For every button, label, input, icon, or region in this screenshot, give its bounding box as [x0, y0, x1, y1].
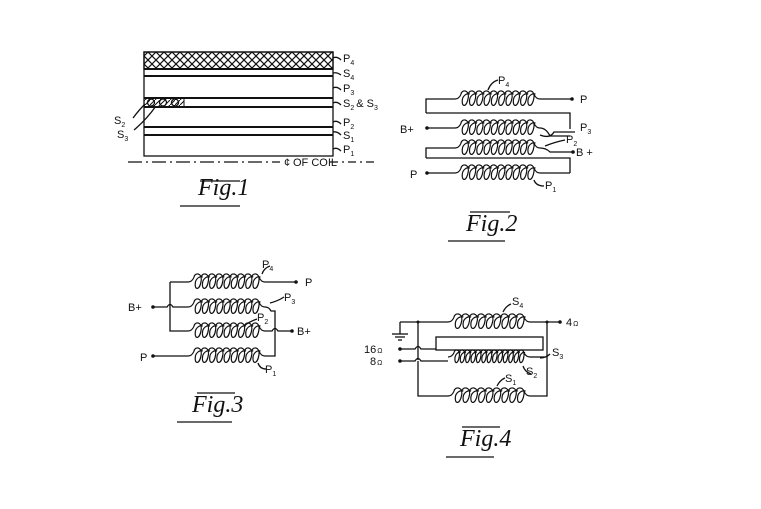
label-b-plus-right: B + [576, 147, 593, 159]
coil-p2 [454, 139, 541, 155]
leader-line [539, 131, 575, 138]
coil-p4 [187, 273, 266, 290]
coil-p4 [454, 90, 541, 106]
figure-2-caption: Fig.2 [465, 211, 517, 237]
leader-line [533, 179, 545, 187]
leader-line [496, 377, 506, 387]
leader-line [332, 120, 342, 125]
figure-1-caption: Fig.1 [197, 175, 249, 201]
label-b-plus-right: B+ [297, 326, 311, 338]
wire [400, 321, 419, 360]
leader-line [502, 303, 512, 313]
coil-p1 [454, 164, 541, 181]
label-s2: S2 [114, 115, 125, 129]
label-p3: P3 [580, 122, 591, 136]
figure-3-caption: Fig.3 [191, 392, 243, 418]
label-s4: S4 [343, 68, 354, 82]
layer-p4 [143, 51, 334, 70]
label-p4: P4 [262, 259, 273, 273]
wire [169, 282, 188, 332]
leader-line [269, 296, 285, 304]
leader-line-s2 [132, 103, 146, 119]
leader-line [332, 147, 342, 152]
leader-line [487, 79, 499, 91]
wire [426, 112, 571, 129]
leader-line [332, 86, 342, 91]
coil-p3 [454, 119, 541, 135]
label-p1: P1 [343, 144, 354, 158]
wire [539, 147, 572, 153]
figure-1: P4 S4 P3 S2& S3 P2 S1 P1 S2 S3 ¢ OF COIL… [114, 51, 378, 207]
centerline-label: OF COIL [293, 157, 337, 169]
label-p1: P1 [545, 180, 556, 194]
wire [530, 322, 548, 397]
leader-line [332, 56, 342, 61]
wire [400, 345, 436, 350]
leader-line [539, 353, 551, 359]
leader-line [257, 362, 267, 370]
figure-4: 4Ω S4 16Ω 8Ω S3 S2 S1 Fig.4 [364, 296, 578, 458]
coil-p2 [187, 322, 266, 339]
label-p4: P4 [498, 75, 509, 89]
coil-p1 [187, 347, 266, 364]
centerline-symbol: ¢ [284, 157, 290, 169]
label-in-8: 8Ω [370, 356, 382, 368]
terminal [571, 150, 575, 154]
label-p-top: P [580, 94, 587, 106]
figure-3: P P4 B+ P3 B+ P2 P P1 Fig.3 [128, 259, 312, 423]
wire [425, 98, 455, 113]
label-p3: P3 [343, 83, 354, 97]
leader-line [244, 318, 258, 326]
label-s2: S2 [526, 366, 537, 380]
leader-line [522, 365, 532, 375]
terminal [294, 280, 298, 284]
label-s4: S4 [512, 296, 523, 310]
wire [426, 157, 571, 173]
coil-cross-section [143, 51, 334, 157]
terminal [570, 97, 574, 101]
leader-line [544, 139, 566, 147]
figure-4-caption: Fig.4 [459, 426, 511, 452]
label-out-4: 4Ω [566, 317, 578, 329]
label-p4: P4 [343, 53, 354, 67]
figure-2: P P4 B+ P3 P2 B + P P1 Fig.2 [400, 75, 593, 242]
coil-s2-s3 [447, 349, 531, 364]
core-block [435, 336, 544, 351]
label-p-bottom: P [140, 352, 147, 364]
label-p2: P2 [343, 117, 354, 131]
label-b-plus-left: B+ [128, 302, 142, 314]
coil-s1 [447, 387, 531, 404]
coil-p3 [187, 298, 266, 315]
leader-line [332, 72, 342, 76]
label-p1: P1 [265, 364, 276, 378]
wire [425, 147, 455, 158]
leader-line [332, 101, 342, 106]
label-s1: S1 [505, 373, 516, 387]
wire [400, 357, 448, 362]
terminal [290, 329, 294, 333]
wire [265, 327, 292, 332]
wire [417, 361, 448, 397]
label-s3: S3 [117, 129, 128, 143]
wire [264, 306, 276, 357]
label-s1: S1 [343, 130, 354, 144]
wire [153, 303, 188, 308]
leader-line [261, 265, 271, 275]
label-p-bottom: P [410, 169, 417, 181]
leader-line-s3 [133, 105, 157, 131]
label-in-16: 16Ω [364, 344, 382, 356]
terminal [558, 320, 562, 324]
coil-s4 [447, 313, 531, 330]
label-p-top: P [305, 277, 312, 289]
label-s3: S3 [552, 347, 563, 361]
label-p3: P3 [284, 292, 295, 306]
label-s2-s3: S2& S3 [343, 98, 378, 112]
label-p2: P2 [257, 312, 268, 326]
ground-icon [392, 333, 408, 341]
label-b-plus-left: B+ [400, 124, 414, 136]
label-p2: P2 [566, 134, 577, 148]
leader-line [332, 131, 342, 136]
